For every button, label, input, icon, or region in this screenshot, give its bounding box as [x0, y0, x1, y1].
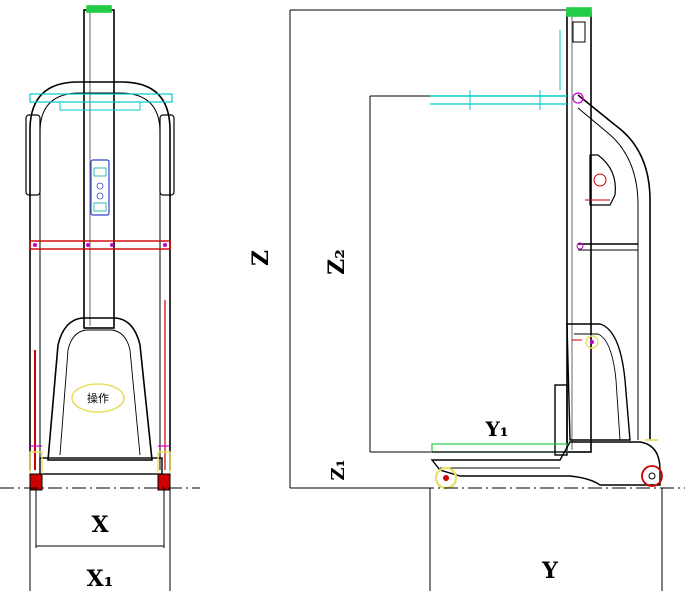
front-mast-top: [86, 5, 112, 13]
front-label-oval: [71, 383, 125, 413]
dim-label-z2: Z₂: [324, 249, 350, 275]
side-mast-top: [566, 7, 592, 17]
side-handle: [577, 94, 651, 440]
dim-label-z: Z: [248, 250, 274, 266]
side-mast: [566, 11, 592, 453]
front-base-housing: [47, 317, 153, 461]
side-fork-upright: [554, 384, 568, 456]
side-rear-wheel: [641, 465, 663, 487]
side-view: [430, 7, 663, 490]
front-base-platform: [39, 457, 163, 475]
side-chassis: [430, 441, 661, 486]
front-top-cyan-bar: [29, 93, 173, 103]
dim-label-y1: Y₁: [484, 417, 508, 441]
dim-label-x: X: [91, 512, 109, 538]
side-fork: [431, 443, 568, 453]
side-control-box: [589, 154, 616, 206]
front-crossbar: [29, 240, 171, 250]
front-control-panel: [90, 159, 110, 216]
front-dimensions: [29, 488, 171, 591]
side-dimensions: [289, 9, 663, 591]
front-view: 操作: [25, 5, 175, 491]
front-label-text: 操作: [87, 391, 109, 405]
dim-label-x1: X₁: [87, 566, 114, 591]
front-handle-frame: [29, 81, 171, 470]
dim-label-z1: Z₁: [328, 459, 349, 480]
dim-label-y: Y: [541, 558, 558, 584]
side-base-housing: [566, 323, 631, 441]
